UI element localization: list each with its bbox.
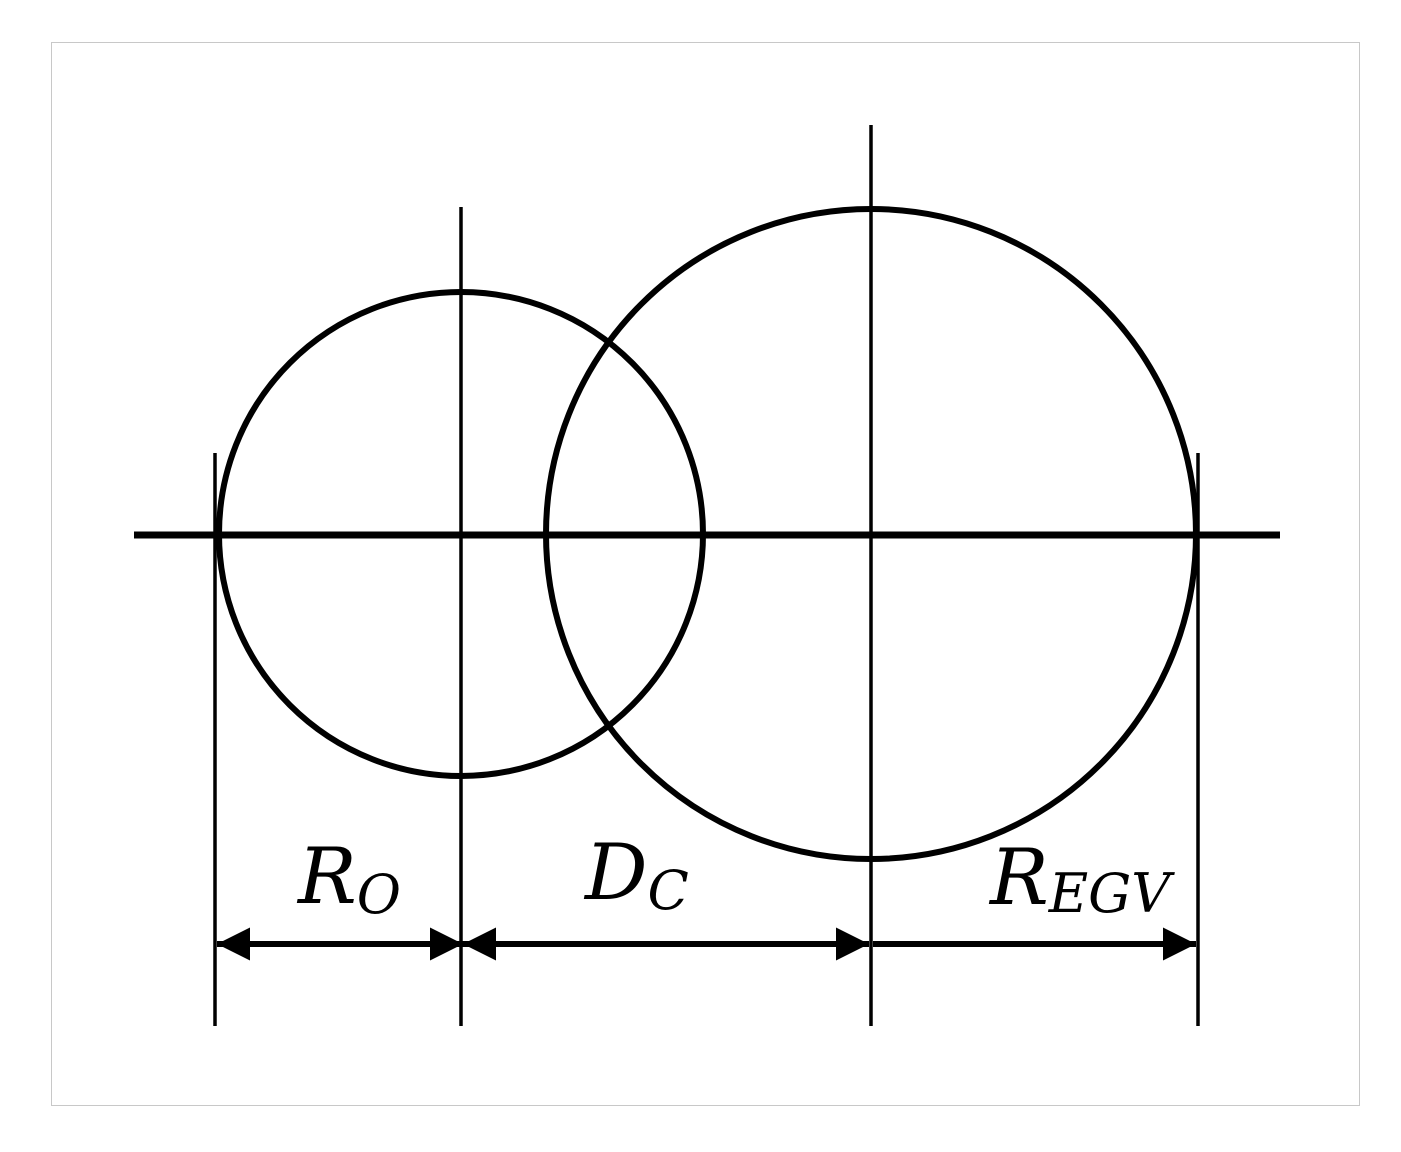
d-c-label-main: D [583, 828, 648, 918]
r-o-label-main: R [296, 832, 357, 922]
small-circle [216, 289, 706, 779]
d-c-label: DC [583, 828, 689, 922]
r-egv-label-sub: EGV [1048, 862, 1176, 925]
r-egv-label: REGV [988, 833, 1175, 925]
d-c-label-sub: C [648, 859, 689, 922]
r-o-label-sub: O [357, 863, 401, 926]
r-o-label: RO [296, 832, 401, 926]
r-egv-label-main: R [988, 833, 1049, 923]
large-circle [543, 206, 1199, 862]
